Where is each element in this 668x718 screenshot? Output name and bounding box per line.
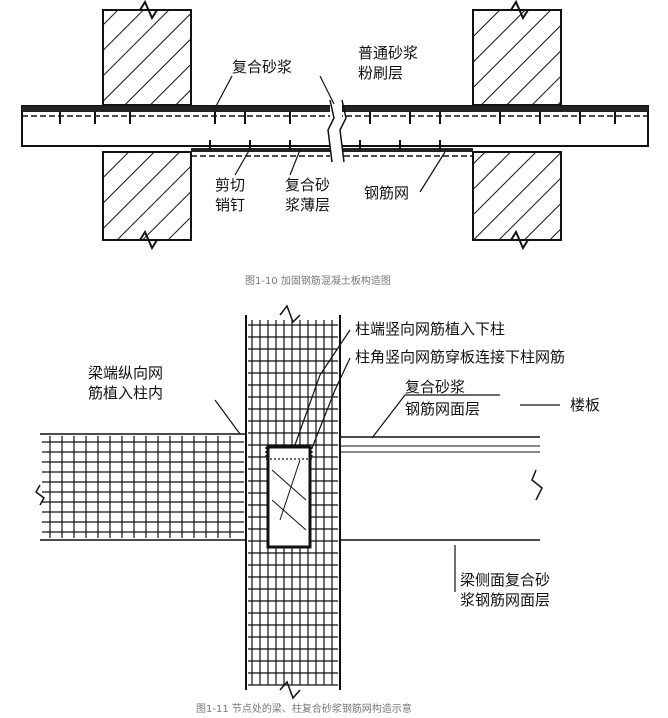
- label-shear-pin-2: 销钉: [215, 196, 245, 214]
- right-wall: [472, 0, 562, 251]
- label-mortar-surface-2: 钢筋网面层: [405, 400, 480, 418]
- label-column-corner: 柱角竖向网筋穿板连接下柱网筋: [355, 348, 565, 366]
- label-floor-slab: 楼板: [570, 396, 600, 414]
- label-composite-mortar: 复合砂浆: [232, 58, 292, 76]
- label-beam-end-1: 梁端纵向网: [88, 364, 163, 382]
- label-thin-layer-2: 浆薄层: [285, 196, 330, 214]
- slab-reinforcement-diagram: 复合砂浆 普通砂浆 粉刷层 剪切 销钉 复合砂 浆薄层 钢筋网: [21, 0, 649, 251]
- label-ordinary-mortar-1: 普通砂浆: [358, 44, 418, 62]
- floor-slab: [340, 436, 543, 541]
- joint-core: [265, 444, 313, 549]
- label-beam-side-2: 浆钢筋网面层: [460, 591, 550, 609]
- figure2-leaders: [214, 329, 560, 592]
- label-thin-layer-1: 复合砂: [285, 176, 330, 194]
- figure2-caption: 图1-11 节点处的梁、柱复合砂浆钢筋网构造示意: [196, 704, 412, 715]
- label-column-end: 柱端竖向网筋植入下柱: [355, 320, 505, 338]
- beam: [35, 433, 246, 541]
- figure1-leaders: [214, 75, 446, 193]
- figure1-caption: 图1-10 加固钢筋混凝土板构造图: [245, 276, 391, 287]
- label-beam-side-1: 梁侧面复合砂: [460, 571, 550, 589]
- column: [245, 304, 341, 700]
- label-shear-pin-1: 剪切: [215, 176, 245, 194]
- label-ordinary-mortar-2: 粉刷层: [358, 64, 403, 82]
- label-steel-mesh: 钢筋网: [364, 184, 409, 202]
- label-mortar-surface-1: 复合砂浆: [405, 378, 465, 396]
- left-wall: [102, 0, 192, 251]
- concrete-slab: [21, 99, 649, 163]
- label-beam-end-2: 筋植入柱内: [88, 384, 163, 402]
- shear-pins: [59, 112, 616, 150]
